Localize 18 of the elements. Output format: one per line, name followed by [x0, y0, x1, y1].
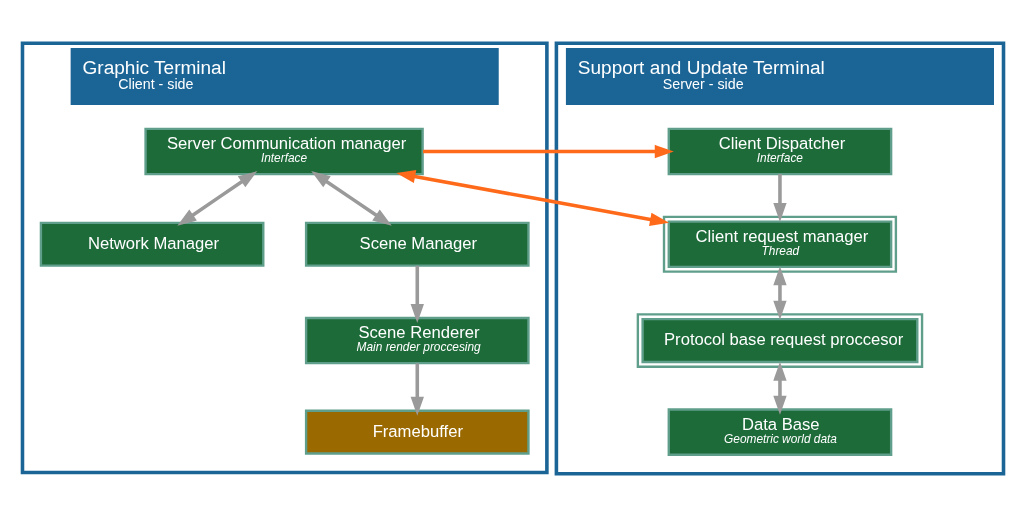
arrow — [410, 363, 424, 416]
arrow — [773, 361, 787, 415]
node-box: Scene Manager — [304, 221, 530, 267]
arrow — [423, 144, 674, 159]
arrow — [177, 171, 258, 226]
node-box: Client Dispatcher Interface — [667, 127, 893, 176]
arrow — [410, 265, 424, 324]
arrow — [773, 266, 787, 320]
arrow — [311, 171, 392, 226]
node-box: Server Communication manager Interface — [144, 127, 424, 176]
node-box: Network Manager — [39, 221, 265, 267]
arrow — [396, 169, 670, 226]
node-box: Data Base Geometric world data — [667, 408, 893, 456]
node-box: Framebuffer — [304, 409, 530, 455]
node-box: Protocol base request proccesor — [636, 313, 924, 368]
node-box: Client request manager Thread — [662, 215, 898, 273]
node-box: Scene Renderer Main render proccesing — [304, 316, 530, 365]
arrow — [773, 174, 787, 222]
